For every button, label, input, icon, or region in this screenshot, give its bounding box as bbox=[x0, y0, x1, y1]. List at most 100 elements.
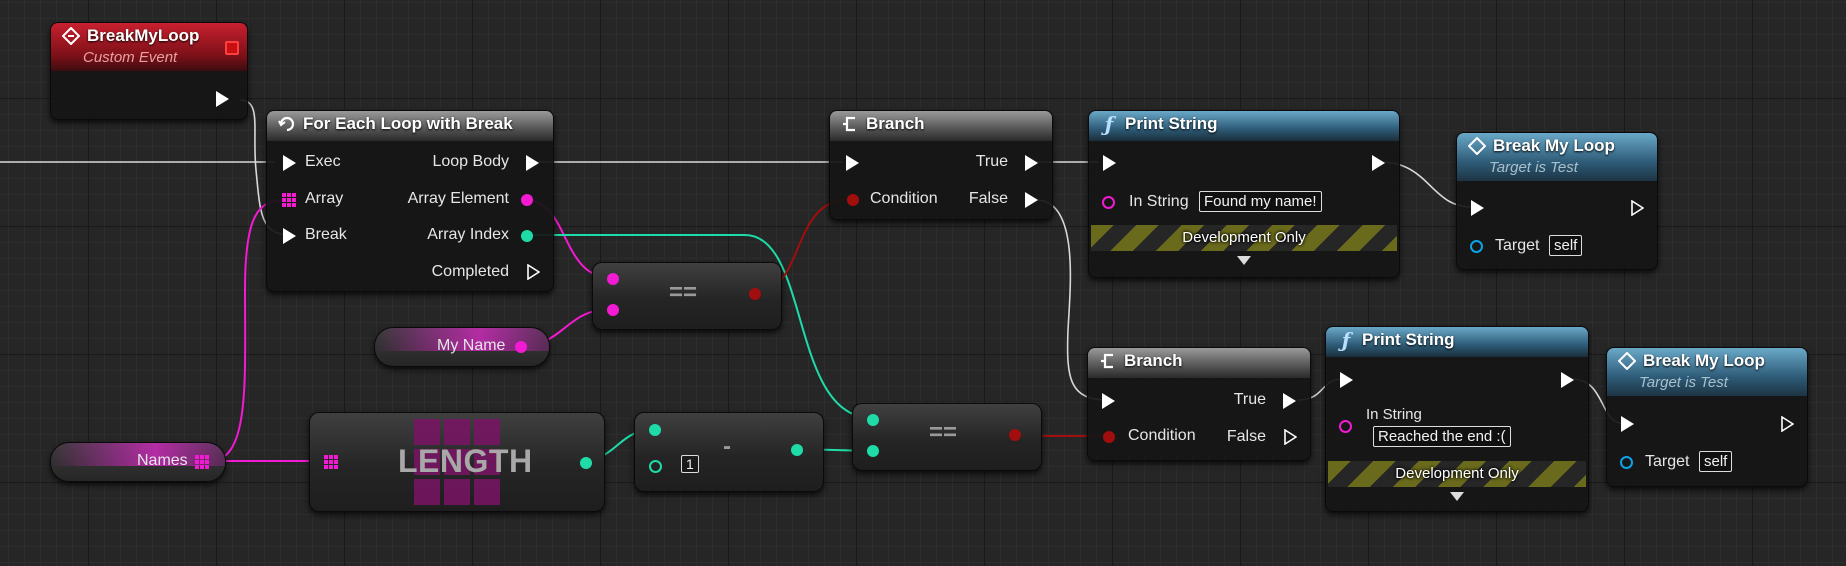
array-element-label: Array Element bbox=[407, 190, 509, 207]
array-element-pin[interactable] bbox=[521, 194, 533, 206]
target-value[interactable]: self bbox=[1549, 235, 1583, 256]
target-value[interactable]: self bbox=[1699, 451, 1733, 472]
exec-in-pin[interactable] bbox=[1621, 416, 1634, 432]
equals-result-pin[interactable] bbox=[749, 288, 761, 300]
node-title: For Each Loop with Break bbox=[303, 114, 513, 133]
exec-in-pin[interactable] bbox=[846, 155, 859, 171]
target-pin[interactable] bbox=[1620, 456, 1633, 469]
equals-node-top[interactable]: == bbox=[592, 262, 782, 330]
loop-icon bbox=[277, 114, 297, 134]
node-title: Branch bbox=[1124, 351, 1183, 370]
variable-label: My Name bbox=[437, 337, 506, 354]
condition-label: Condition bbox=[1128, 427, 1196, 444]
print-string-node-bottom[interactable]: ƒ Print String In String Reached the end… bbox=[1325, 326, 1589, 512]
chevron-down-icon[interactable] bbox=[1450, 492, 1464, 501]
in-string-pin[interactable] bbox=[1102, 196, 1115, 209]
equals-input-a-pin[interactable] bbox=[867, 414, 879, 426]
print-string-node-top[interactable]: ƒ Print String In String Found my name! … bbox=[1088, 110, 1400, 278]
exec-out-pin[interactable] bbox=[1781, 415, 1795, 433]
for-each-loop-with-break-node[interactable]: For Each Loop with Break Exec Array Brea… bbox=[266, 110, 554, 292]
break-my-loop-node-top[interactable]: Break My Loop Target is Test Target self bbox=[1456, 132, 1658, 270]
subtract-b-value[interactable]: 1 bbox=[681, 455, 699, 473]
condition-pin[interactable] bbox=[1103, 431, 1115, 443]
break-exec-pin[interactable] bbox=[283, 228, 296, 244]
exec-out-pin[interactable] bbox=[1561, 372, 1574, 388]
branch-node-top[interactable]: Branch Condition True False bbox=[829, 110, 1053, 220]
exec-in-pin[interactable] bbox=[1103, 155, 1116, 171]
subtract-result-pin[interactable] bbox=[791, 444, 803, 456]
array-grid-icon[interactable] bbox=[282, 193, 296, 212]
node-header: Branch bbox=[1088, 348, 1310, 378]
node-title: Branch bbox=[866, 114, 925, 133]
custom-event-node[interactable]: BreakMyLoop Custom Event bbox=[50, 22, 248, 120]
equals-input-a-pin[interactable] bbox=[607, 273, 619, 285]
break-label: Break bbox=[305, 226, 347, 243]
event-diamond-icon bbox=[1617, 351, 1637, 371]
equals-operator: == bbox=[929, 419, 958, 446]
function-f-icon: ƒ bbox=[1104, 112, 1114, 136]
subtract-input-b-pin[interactable] bbox=[649, 460, 662, 473]
node-title: BreakMyLoop bbox=[87, 26, 200, 45]
node-header: ƒ Print String bbox=[1326, 327, 1588, 357]
true-label: True bbox=[975, 153, 1008, 170]
false-exec-pin[interactable] bbox=[1284, 428, 1298, 446]
target-label: Target bbox=[1645, 453, 1690, 470]
array-label: Array bbox=[305, 190, 344, 207]
false-exec-pin[interactable] bbox=[1025, 192, 1038, 208]
in-string-label: In String bbox=[1366, 406, 1422, 423]
branch-icon bbox=[840, 114, 860, 134]
equals-node-bottom[interactable]: == bbox=[852, 403, 1042, 471]
then-exec-pin[interactable] bbox=[216, 91, 229, 107]
exec-out-pin[interactable] bbox=[1372, 155, 1385, 171]
array-index-pin[interactable] bbox=[521, 230, 533, 242]
exec-out-pin[interactable] bbox=[1631, 199, 1645, 217]
completed-exec-pin[interactable] bbox=[527, 263, 541, 281]
true-label: True bbox=[1233, 391, 1266, 408]
subtract-node[interactable]: 1 - bbox=[634, 412, 824, 492]
true-exec-pin[interactable] bbox=[1025, 155, 1038, 171]
node-header: For Each Loop with Break bbox=[267, 111, 553, 141]
equals-input-b-pin[interactable] bbox=[607, 304, 619, 316]
node-title: Print String bbox=[1362, 330, 1455, 349]
array-watermark-icon bbox=[414, 419, 500, 505]
equals-input-b-pin[interactable] bbox=[867, 445, 879, 457]
exec-in-pin[interactable] bbox=[1102, 393, 1115, 409]
equals-result-pin[interactable] bbox=[1009, 429, 1021, 441]
event-diamond-icon bbox=[1467, 136, 1487, 156]
delegate-pin[interactable] bbox=[225, 41, 239, 55]
my-name-output-pin[interactable] bbox=[515, 341, 527, 353]
exec-label: Exec bbox=[305, 153, 341, 170]
node-header: Break My Loop Target is Test bbox=[1457, 133, 1657, 181]
target-pin[interactable] bbox=[1470, 240, 1483, 253]
names-variable-node[interactable]: Names bbox=[50, 442, 226, 482]
array-input-pin[interactable] bbox=[324, 455, 338, 474]
node-header: BreakMyLoop Custom Event bbox=[51, 23, 247, 71]
branch-icon bbox=[1098, 351, 1118, 371]
node-subtitle: Target is Test bbox=[1639, 374, 1728, 391]
in-string-label: In String bbox=[1129, 193, 1189, 210]
in-string-value[interactable]: Reached the end :( bbox=[1373, 426, 1511, 447]
subtract-input-a-pin[interactable] bbox=[649, 424, 661, 436]
condition-pin[interactable] bbox=[847, 194, 859, 206]
node-header: Branch bbox=[830, 111, 1052, 141]
break-my-loop-node-bottom[interactable]: Break My Loop Target is Test Target self bbox=[1606, 347, 1808, 487]
exec-in-pin[interactable] bbox=[1471, 200, 1484, 216]
exec-in-pin[interactable] bbox=[1340, 372, 1353, 388]
my-name-variable-node[interactable]: My Name bbox=[374, 327, 550, 367]
branch-node-bottom[interactable]: Branch Condition True False bbox=[1087, 347, 1311, 461]
node-title: Break My Loop bbox=[1493, 136, 1615, 155]
false-label: False bbox=[968, 190, 1008, 207]
loop-body-exec-pin[interactable] bbox=[526, 155, 539, 171]
exec-in-pin[interactable] bbox=[283, 155, 296, 171]
length-output-pin[interactable] bbox=[580, 457, 592, 469]
length-node[interactable]: LENGTH bbox=[309, 412, 605, 512]
completed-label: Completed bbox=[431, 263, 509, 280]
chevron-down-icon[interactable] bbox=[1237, 256, 1251, 265]
array-grid-icon[interactable] bbox=[195, 455, 209, 474]
in-string-pin[interactable] bbox=[1339, 420, 1352, 433]
function-f-icon: ƒ bbox=[1341, 328, 1351, 352]
in-string-value[interactable]: Found my name! bbox=[1199, 191, 1322, 212]
false-label: False bbox=[1226, 428, 1266, 445]
variable-label: Names bbox=[137, 452, 188, 469]
true-exec-pin[interactable] bbox=[1283, 393, 1296, 409]
